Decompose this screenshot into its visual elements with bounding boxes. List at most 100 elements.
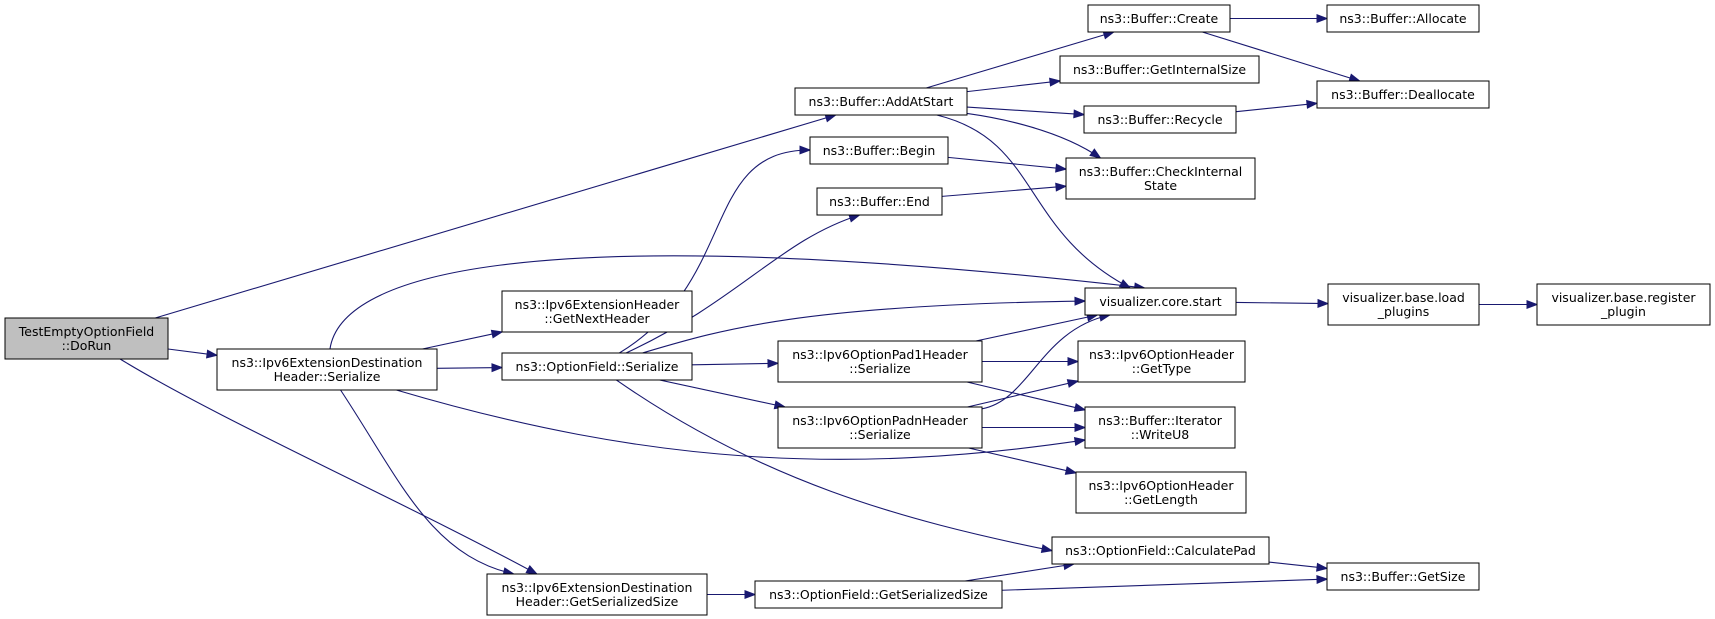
function-node-of-calcpad[interactable]: ns3::OptionField::CalculatePad <box>1051 536 1270 565</box>
edge-line <box>966 106 1085 116</box>
edge-arrowhead <box>1316 574 1329 584</box>
node-label-line: ns3::Ipv6ExtensionDestination <box>502 580 693 595</box>
edge-arrowhead <box>491 363 504 373</box>
function-node-buf-create[interactable]: ns3::Buffer::Create <box>1087 4 1231 33</box>
edge-arrowhead <box>1316 13 1329 24</box>
node-box <box>1084 406 1236 449</box>
node-label-line: ns3::Buffer::End <box>829 194 930 209</box>
node-label-line: ns3::Buffer::Create <box>1100 11 1219 26</box>
function-nodes: TestEmptyOptionField::DoRunns3::Ipv6Exte… <box>4 4 1711 616</box>
edge-arrowhead <box>1066 379 1080 388</box>
function-node-opt-getlength[interactable]: ns3::Ipv6OptionHeader::GetLength <box>1075 471 1247 514</box>
node-label-line: ns3::Buffer::Recycle <box>1097 112 1222 127</box>
edge-line <box>119 358 538 575</box>
node-box <box>754 580 1003 609</box>
function-node-pad1-serialize[interactable]: ns3::Ipv6OptionPad1Header::Serialize <box>777 340 983 383</box>
node-label-line: ns3::Buffer::GetSize <box>1341 569 1466 584</box>
function-node-of-serialize[interactable]: ns3::OptionField::Serialize <box>501 352 693 381</box>
function-node-padn-serialize[interactable]: ns3::Ipv6OptionPadnHeader::Serialize <box>777 406 983 449</box>
edge-arrowhead <box>1074 422 1087 433</box>
edge-line <box>967 380 1079 408</box>
node-label-line: ns3::Buffer::CheckInternal <box>1079 164 1243 179</box>
node-label-line: ns3::Ipv6ExtensionDestination <box>232 355 423 370</box>
edge-line <box>1235 102 1318 113</box>
function-node-buf-allocate[interactable]: ns3::Buffer::Allocate <box>1326 4 1480 33</box>
function-node-buf-addatstart[interactable]: ns3::Buffer::AddAtStart <box>794 87 968 116</box>
edge-arrowhead <box>767 358 780 369</box>
edge-line <box>659 379 786 408</box>
edge-arrowhead <box>1067 356 1080 367</box>
function-node-dest-getsize[interactable]: ns3::Ipv6ExtensionDestinationHeader::Get… <box>486 573 708 616</box>
node-box <box>777 406 983 449</box>
edge-line <box>947 156 1067 170</box>
edge-arrowhead <box>1040 544 1054 554</box>
node-label-line: TestEmptyOptionField <box>18 324 155 339</box>
node-label-line: visualizer.core.start <box>1099 294 1221 309</box>
edge-arrowhead <box>1089 148 1102 159</box>
edge-arrowhead <box>1317 298 1330 308</box>
edge-pad1_serialize-to-opt_gettype <box>982 356 1080 367</box>
node-label-line: ns3::Buffer::Iterator <box>1098 413 1223 428</box>
function-node-iter-writeu8[interactable]: ns3::Buffer::Iterator::WriteU8 <box>1084 406 1236 449</box>
node-box <box>1536 283 1711 326</box>
edge-arrowhead <box>525 565 539 575</box>
edge-arrowhead <box>1306 99 1319 109</box>
function-node-buf-deallocate[interactable]: ns3::Buffer::Deallocate <box>1316 80 1490 109</box>
function-node-ext-nextheader[interactable]: ns3::Ipv6ExtensionHeader::GetNextHeader <box>501 290 693 333</box>
node-box <box>216 348 438 391</box>
node-label-line: ns3::Ipv6OptionHeader <box>1089 347 1235 362</box>
edge-line <box>981 314 1110 410</box>
function-node-vis-start[interactable]: visualizer.core.start <box>1084 287 1237 316</box>
node-box <box>1083 105 1237 134</box>
node-label-line: ns3::Buffer::GetInternalSize <box>1073 62 1246 77</box>
function-node-buf-end[interactable]: ns3::Buffer::End <box>816 187 943 216</box>
edge-line <box>436 367 503 369</box>
node-label-line: ns3::Buffer::Allocate <box>1339 11 1467 26</box>
function-node-buf-recycle[interactable]: ns3::Buffer::Recycle <box>1083 105 1237 134</box>
node-label-line: ns3::Buffer::AddAtStart <box>809 94 954 109</box>
edge-do_run-to-dest_serialize <box>167 348 219 359</box>
edge-arrowhead <box>1073 109 1086 119</box>
node-box <box>1059 55 1260 84</box>
edge-line <box>964 563 1075 582</box>
edge-of_serialize-to-vis_start <box>642 296 1087 354</box>
edge-line <box>941 185 1067 197</box>
edge-pad1_serialize-to-iter_writeu8 <box>966 381 1087 412</box>
edge-arrowhead <box>1073 403 1087 412</box>
edge-arrowhead <box>1064 466 1078 475</box>
function-node-buf-getsize[interactable]: ns3::Buffer::GetSize <box>1326 562 1480 591</box>
edge-line <box>616 379 1053 552</box>
function-node-vis-register[interactable]: visualizer.base.register_plugin <box>1536 283 1711 326</box>
function-node-opt-gettype[interactable]: ns3::Ipv6OptionHeader::GetType <box>1077 340 1246 383</box>
edge-line <box>966 112 1101 159</box>
node-label-line: _plugin <box>1600 304 1646 319</box>
edge-buf_recycle-to-buf_deallocate <box>1235 99 1319 113</box>
node-label-line: ns3::Buffer::Begin <box>823 143 936 158</box>
function-node-buf-begin[interactable]: ns3::Buffer::Begin <box>809 136 949 165</box>
edge-do_run-to-dest_getsize <box>119 358 539 575</box>
node-box <box>1326 562 1480 591</box>
function-node-do-run[interactable]: TestEmptyOptionField::DoRun <box>4 317 169 360</box>
node-box <box>1084 287 1237 316</box>
node-box <box>1087 4 1231 33</box>
edge-arrowhead <box>490 329 504 339</box>
edge-dest_getsize-to-of_getsize <box>707 589 757 600</box>
edge-of_calcpad-to-buf_getsize <box>1268 561 1329 572</box>
function-node-buf-internalsize[interactable]: ns3::Buffer::GetInternalSize <box>1059 55 1260 84</box>
edge-line <box>155 114 836 319</box>
node-box <box>501 290 693 333</box>
edge-of_getsize-to-buf_getsize <box>1001 574 1329 591</box>
edge-buf_addatstart-to-buf_recycle <box>966 106 1086 119</box>
function-node-of-getsize[interactable]: ns3::OptionField::GetSerializedSize <box>754 580 1003 609</box>
node-box <box>1316 80 1490 109</box>
edge-do_run-to-buf_addatstart <box>155 113 838 319</box>
edge-line <box>966 381 1086 411</box>
edge-line <box>968 447 1077 474</box>
node-box <box>777 340 983 383</box>
node-label-line: ns3::OptionField::Serialize <box>516 359 679 374</box>
edge-padn_serialize-to-opt_gettype <box>967 379 1080 408</box>
function-node-vis-loadplugins[interactable]: visualizer.base.load_plugins <box>1327 283 1480 326</box>
function-node-dest-serialize[interactable]: ns3::Ipv6ExtensionDestinationHeader::Ser… <box>216 348 438 391</box>
node-label-line: ns3::Ipv6OptionHeader <box>1088 478 1234 493</box>
